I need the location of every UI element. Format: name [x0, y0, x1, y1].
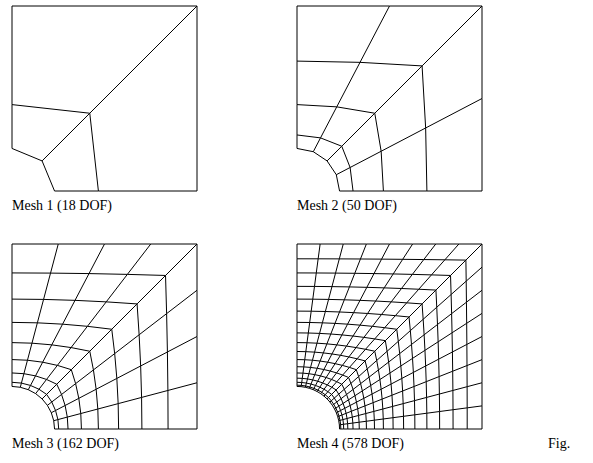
mesh-3 [12, 244, 197, 429]
mesh-caption: Mesh 3 (162 DOF) [12, 436, 119, 453]
mesh-caption: Mesh 1 (18 DOF) [12, 198, 112, 215]
figure-label: Fig. [548, 436, 570, 453]
mesh-line [313, 244, 389, 390]
mesh-line [12, 6, 13, 148]
mesh-line [55, 429, 197, 430]
mesh-line [336, 337, 482, 413]
mesh-4 [297, 244, 482, 429]
mesh-line [12, 6, 197, 191]
mesh-caption: Mesh 2 (50 DOF) [297, 198, 397, 215]
mesh-line [55, 191, 197, 192]
mesh-line [327, 244, 482, 399]
mesh-line [301, 244, 320, 387]
mesh-line [336, 99, 482, 175]
mesh-line [330, 267, 482, 402]
mesh-line [20, 244, 58, 387]
mesh-line [317, 244, 413, 391]
mesh-1 [12, 6, 197, 191]
mesh-line [340, 191, 482, 192]
mesh-line [54, 383, 197, 421]
mesh-line [327, 6, 482, 161]
mesh-line [338, 360, 482, 417]
mesh-line [297, 6, 482, 191]
mesh-line [297, 6, 298, 148]
mesh-line [340, 429, 482, 430]
mesh-line [313, 6, 389, 152]
mesh-line [335, 313, 482, 409]
mesh-line [42, 244, 197, 399]
mesh-line [51, 337, 197, 413]
mesh-line [332, 290, 482, 405]
mesh-line [12, 244, 197, 429]
mesh-line [42, 6, 197, 161]
mesh-caption: Mesh 4 (578 DOF) [297, 436, 404, 453]
mesh-line [297, 244, 482, 429]
mesh-line [47, 290, 197, 405]
mesh-line [324, 244, 459, 396]
mesh-line [28, 244, 104, 390]
mesh-2 [297, 6, 482, 191]
mesh-line [12, 244, 13, 386]
mesh-line [297, 244, 298, 386]
